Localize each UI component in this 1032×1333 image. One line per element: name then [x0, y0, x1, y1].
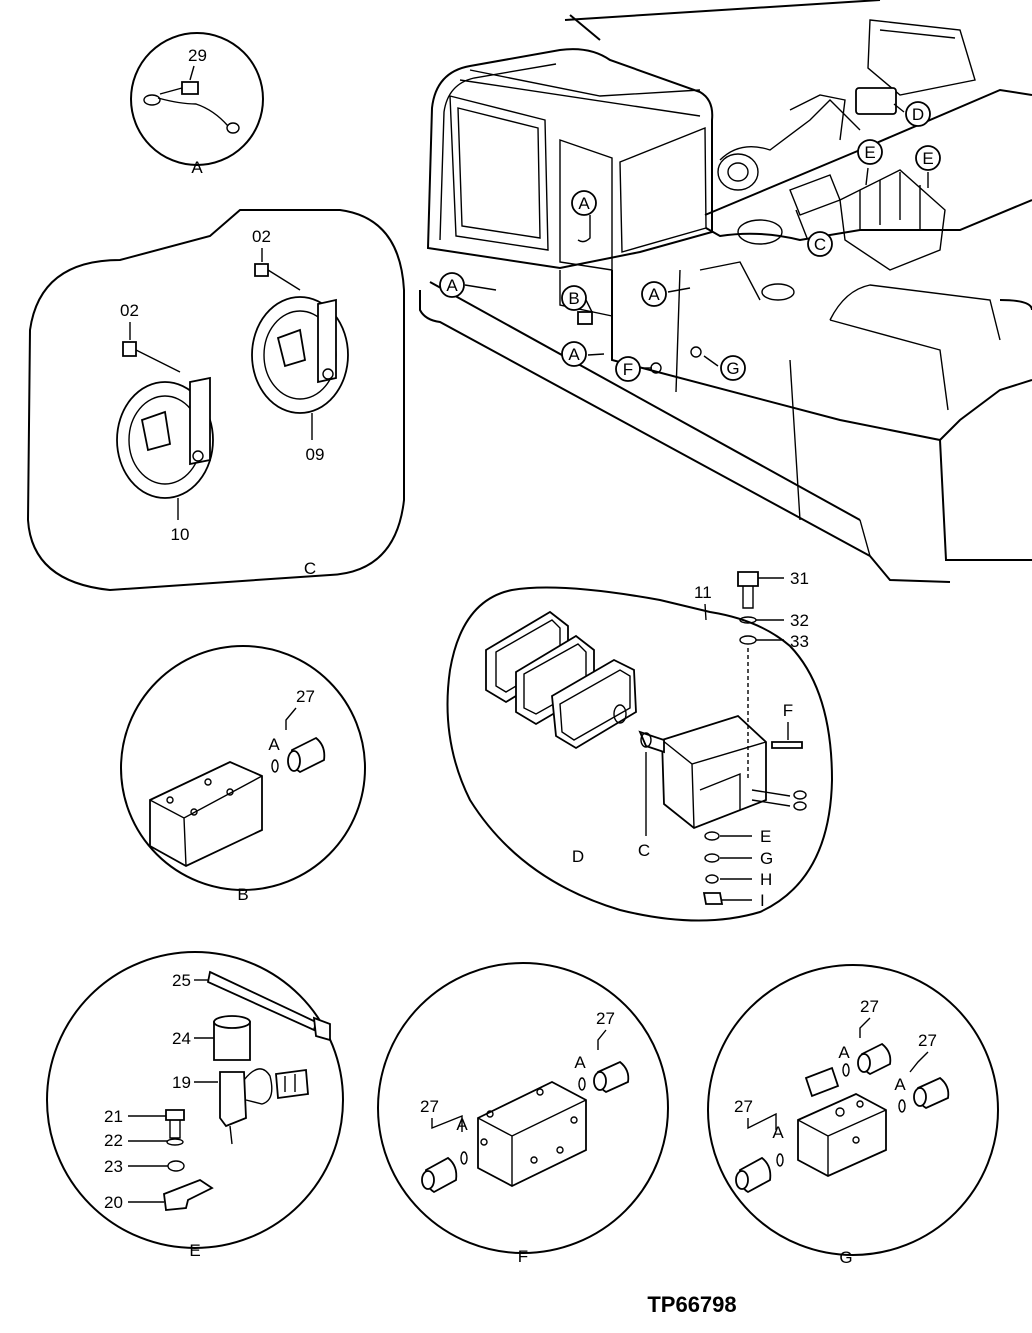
detail-f: 27 A 27 A F: [377, 962, 669, 1266]
part-label-27-g-top: 27: [860, 997, 879, 1016]
marker-e-left: E: [857, 139, 883, 165]
part-label-27-f-upper: 27: [596, 1009, 615, 1028]
letter-a-g-right: A: [894, 1075, 906, 1094]
detail-c: 02 02 09 10 C: [26, 209, 405, 592]
svg-text:A: A: [578, 194, 590, 213]
part-label-20: 20: [104, 1193, 123, 1212]
marker-g: G: [720, 355, 746, 381]
detail-d: 31 32 33 11 F C E G H I D: [446, 569, 834, 922]
letter-f-d: F: [783, 701, 793, 720]
svg-text:B: B: [568, 289, 579, 308]
detail-caption-b: B: [237, 885, 248, 904]
marker-a-deck: A: [439, 272, 465, 298]
detail-caption-d: D: [572, 847, 584, 866]
drawing-number: TP66798: [647, 1292, 736, 1317]
part-label-09: 09: [306, 445, 325, 464]
detail-caption-a: A: [191, 158, 203, 177]
part-label-02-upper: 02: [252, 227, 271, 246]
letter-g-d: G: [760, 849, 773, 868]
letter-a-f-upper: A: [574, 1053, 586, 1072]
part-label-11: 11: [694, 583, 712, 602]
svg-text:E: E: [864, 143, 875, 162]
letter-a-f-lower: A: [456, 1115, 468, 1134]
svg-text:C: C: [814, 235, 826, 254]
part-label-31: 31: [790, 569, 809, 588]
letter-e-d: E: [760, 827, 771, 846]
marker-f: F: [615, 356, 641, 382]
marker-d: D: [905, 101, 931, 127]
letter-c-d: C: [638, 841, 650, 860]
detail-caption-c: C: [304, 559, 316, 578]
svg-text:D: D: [912, 105, 924, 124]
part-label-27-g-right: 27: [918, 1031, 937, 1050]
part-label-21: 21: [104, 1107, 123, 1126]
part-label-22: 22: [104, 1131, 123, 1150]
letter-i-d: I: [760, 891, 765, 910]
part-label-23: 23: [104, 1157, 123, 1176]
detail-caption-e: E: [189, 1241, 200, 1260]
marker-e-right: E: [915, 145, 941, 171]
part-label-27-b: 27: [296, 687, 315, 706]
letter-h-d: H: [760, 870, 772, 889]
part-label-02-lower: 02: [120, 301, 139, 320]
detail-caption-g: G: [839, 1248, 852, 1267]
marker-c: C: [807, 231, 833, 257]
detail-a: 29 A: [130, 32, 264, 177]
part-label-32: 32: [790, 611, 809, 630]
excavator-overview: A A A A B C D E E F G: [419, 0, 1032, 583]
svg-text:F: F: [623, 360, 633, 379]
letter-a-g-top: A: [838, 1043, 850, 1062]
svg-text:G: G: [726, 359, 739, 378]
marker-a-cab: A: [571, 190, 597, 216]
detail-g: 27 A 27 A 27 A G: [707, 964, 999, 1267]
part-label-27-f-lower: 27: [420, 1097, 439, 1116]
marker-a-lower: A: [561, 341, 587, 367]
part-label-27-g-left: 27: [734, 1097, 753, 1116]
svg-text:A: A: [648, 285, 660, 304]
marker-a-body: A: [641, 281, 667, 307]
part-label-25: 25: [172, 971, 191, 990]
letter-a-b: A: [268, 735, 280, 754]
part-label-10: 10: [171, 525, 190, 544]
detail-e: 25 24 19 21 22 23 20 E: [46, 951, 344, 1260]
detail-b: 27 A B: [120, 645, 366, 904]
svg-text:A: A: [568, 345, 580, 364]
svg-text:E: E: [922, 149, 933, 168]
detail-caption-f: F: [518, 1247, 528, 1266]
letter-a-g-left: A: [772, 1123, 784, 1142]
svg-text:A: A: [446, 276, 458, 295]
marker-b: B: [561, 285, 587, 311]
part-label-24: 24: [172, 1029, 191, 1048]
part-label-19: 19: [172, 1073, 191, 1092]
part-label-33: 33: [790, 632, 809, 651]
part-label-29: 29: [188, 46, 207, 65]
